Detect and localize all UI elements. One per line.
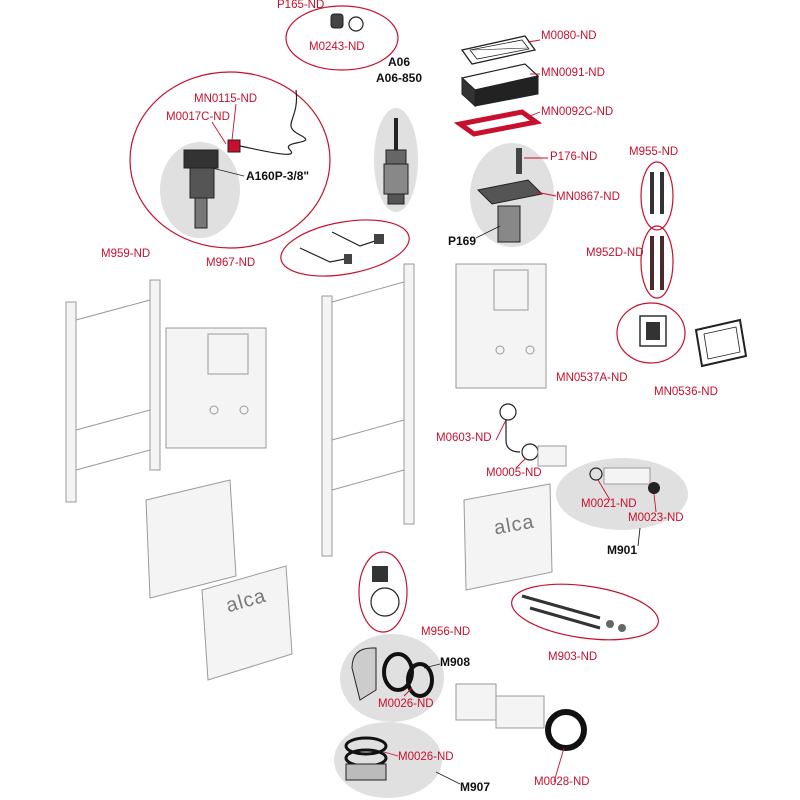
mn0092c-frame-part bbox=[453, 109, 543, 137]
label-mn0115: MN0115-ND bbox=[194, 93, 258, 105]
callout-m952d bbox=[640, 225, 674, 299]
m908-elbow-part bbox=[351, 647, 434, 701]
m0080-cover-part bbox=[460, 35, 537, 65]
label-m907: M907 bbox=[460, 780, 491, 794]
m903-bolts-part bbox=[521, 594, 626, 632]
label-m0017c: M0017C-ND bbox=[166, 111, 230, 123]
label-mn0867: MN0867-ND bbox=[556, 191, 620, 203]
label-mn0536: MN0536-ND bbox=[654, 386, 718, 398]
leader-lines bbox=[211, 39, 657, 785]
callout-m956 bbox=[358, 551, 408, 633]
callout-mn0537a bbox=[616, 302, 686, 364]
right-cistern-ghost bbox=[455, 263, 567, 467]
label-mn0092c: MN0092C-ND bbox=[541, 106, 614, 118]
label-a06-850: A06-850 bbox=[376, 71, 423, 85]
label-m0005: M0005-ND bbox=[486, 467, 542, 479]
callout-m955 bbox=[640, 161, 674, 231]
label-m955: M955-ND bbox=[629, 146, 679, 158]
mn0536-plate-part bbox=[694, 318, 748, 368]
label-mn0537a: MN0537A-ND bbox=[556, 372, 628, 384]
bottom-pipe-ghost bbox=[455, 683, 587, 751]
left-shield-ghost bbox=[145, 479, 293, 681]
label-a06: A06 bbox=[388, 55, 411, 69]
callout-m967 bbox=[280, 219, 410, 277]
m967-brackets-part bbox=[299, 231, 384, 264]
label-m901: M901 bbox=[607, 543, 638, 557]
right-shield-ghost bbox=[463, 483, 553, 591]
label-m0023: M0023-ND bbox=[628, 512, 684, 524]
mn0091-box-part bbox=[460, 63, 540, 108]
label-p176: P176-ND bbox=[550, 151, 598, 163]
left-frame-ghost bbox=[65, 279, 267, 503]
callout-m959 bbox=[129, 71, 331, 249]
m952d-rods-part bbox=[650, 236, 664, 290]
label-m0243: M0243-ND bbox=[309, 41, 365, 53]
label-m956: M956-ND bbox=[421, 626, 471, 638]
m955-rods-part bbox=[650, 172, 664, 214]
label-m903: M903-ND bbox=[548, 651, 598, 663]
label-m952d: M952D-ND bbox=[586, 247, 644, 259]
m901-pipe-part bbox=[589, 467, 660, 494]
callout-m903 bbox=[511, 583, 659, 641]
label-m0603: M0603-ND bbox=[436, 432, 492, 444]
label-m959: M959-ND bbox=[101, 248, 151, 260]
p165-valve-part bbox=[330, 13, 364, 32]
middle-frame-ghost bbox=[321, 263, 415, 557]
p169-mechanism-part bbox=[476, 148, 544, 243]
label-a160p: A160P-3/8" bbox=[246, 169, 310, 183]
label-m0026-b: M0026-ND bbox=[398, 751, 454, 763]
label-p169: P169 bbox=[448, 234, 477, 248]
blob-m901 bbox=[556, 458, 688, 530]
label-m908: M908 bbox=[440, 655, 471, 669]
a06-valve-part bbox=[383, 118, 409, 205]
label-mn0091: MN0091-ND bbox=[541, 67, 605, 79]
mn0537a-frame-part bbox=[639, 315, 667, 347]
label-m0021: M0021-ND bbox=[581, 498, 637, 510]
label-p165: P165-ND bbox=[277, 0, 325, 11]
callout-p165 bbox=[285, 5, 399, 71]
label-m0026-a: M0026-ND bbox=[378, 698, 434, 710]
m907-adapter-part bbox=[344, 736, 388, 781]
m956-clamp-part bbox=[370, 566, 400, 617]
label-m967: M967-ND bbox=[206, 257, 256, 269]
label-m0028: M0028-ND bbox=[534, 776, 590, 788]
label-m0080: M0080-ND bbox=[541, 30, 597, 42]
a160p-fill-valve-part bbox=[183, 89, 307, 229]
